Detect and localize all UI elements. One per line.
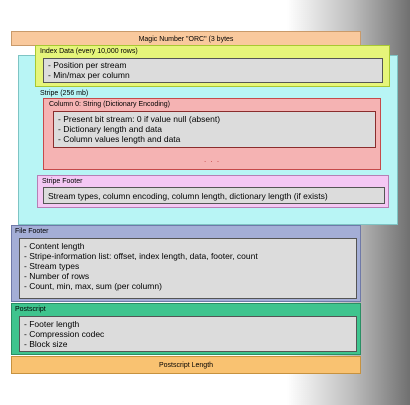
file-footer-line: - Stream types [24,261,80,271]
stripe-title: Stripe (256 mb) [40,90,89,97]
index-data-line: - Min/max per column [48,70,130,80]
column0-ellipsis: . . . [203,155,221,164]
file-footer-section: File Footer - Content length - Stripe-in… [11,225,361,302]
stripe-footer-section: Stripe Footer Stream types, column encod… [37,175,389,208]
postscript-title: Postscript [15,306,46,313]
magic-number-section: Magic Number "ORC" (3 bytes [11,31,361,46]
postscript-length-label: Postscript Length [158,362,214,369]
magic-number-label: Magic Number "ORC" (3 bytes [138,36,234,43]
column0-box: - Present bit stream: 0 if value null (a… [53,111,376,148]
postscript-line: - Block size [24,339,68,349]
postscript-line: - Footer length [24,319,80,329]
stripe-footer-title: Stripe Footer [42,178,83,185]
file-footer-title: File Footer [15,228,49,235]
column0-line: - Dictionary length and data [58,124,162,134]
column0-line: - Column values length and data [58,134,181,144]
file-footer-line: - Count, min, max, sum (per column) [24,281,162,291]
column0-line: - Present bit stream: 0 if value null (a… [58,114,221,124]
index-data-title: Index Data (every 10,000 rows) [40,48,138,55]
postscript-section: Postscript - Footer length - Compression… [11,303,361,355]
postscript-line: - Compression codec [24,329,105,339]
file-footer-box: - Content length - Stripe-information li… [19,238,357,299]
index-data-line: - Position per stream [48,60,127,70]
file-footer-line: - Number of rows [24,271,90,281]
stripe-footer-text: Stream types, column encoding, column le… [48,191,328,201]
postscript-box: - Footer length - Compression codec - Bl… [19,316,357,352]
file-footer-line: - Content length [24,241,85,251]
postscript-length-section: Postscript Length [11,356,361,374]
index-data-box: - Position per stream - Min/max per colu… [43,58,383,83]
file-footer-line: - Stripe-information list: offset, index… [24,251,258,261]
stripe-footer-box: Stream types, column encoding, column le… [43,187,385,204]
index-data-section: Index Data (every 10,000 rows) - Positio… [35,45,390,87]
column0-title: Column 0: String (Dictionary Encoding) [49,101,170,108]
column0-section: Column 0: String (Dictionary Encoding) -… [43,98,381,170]
